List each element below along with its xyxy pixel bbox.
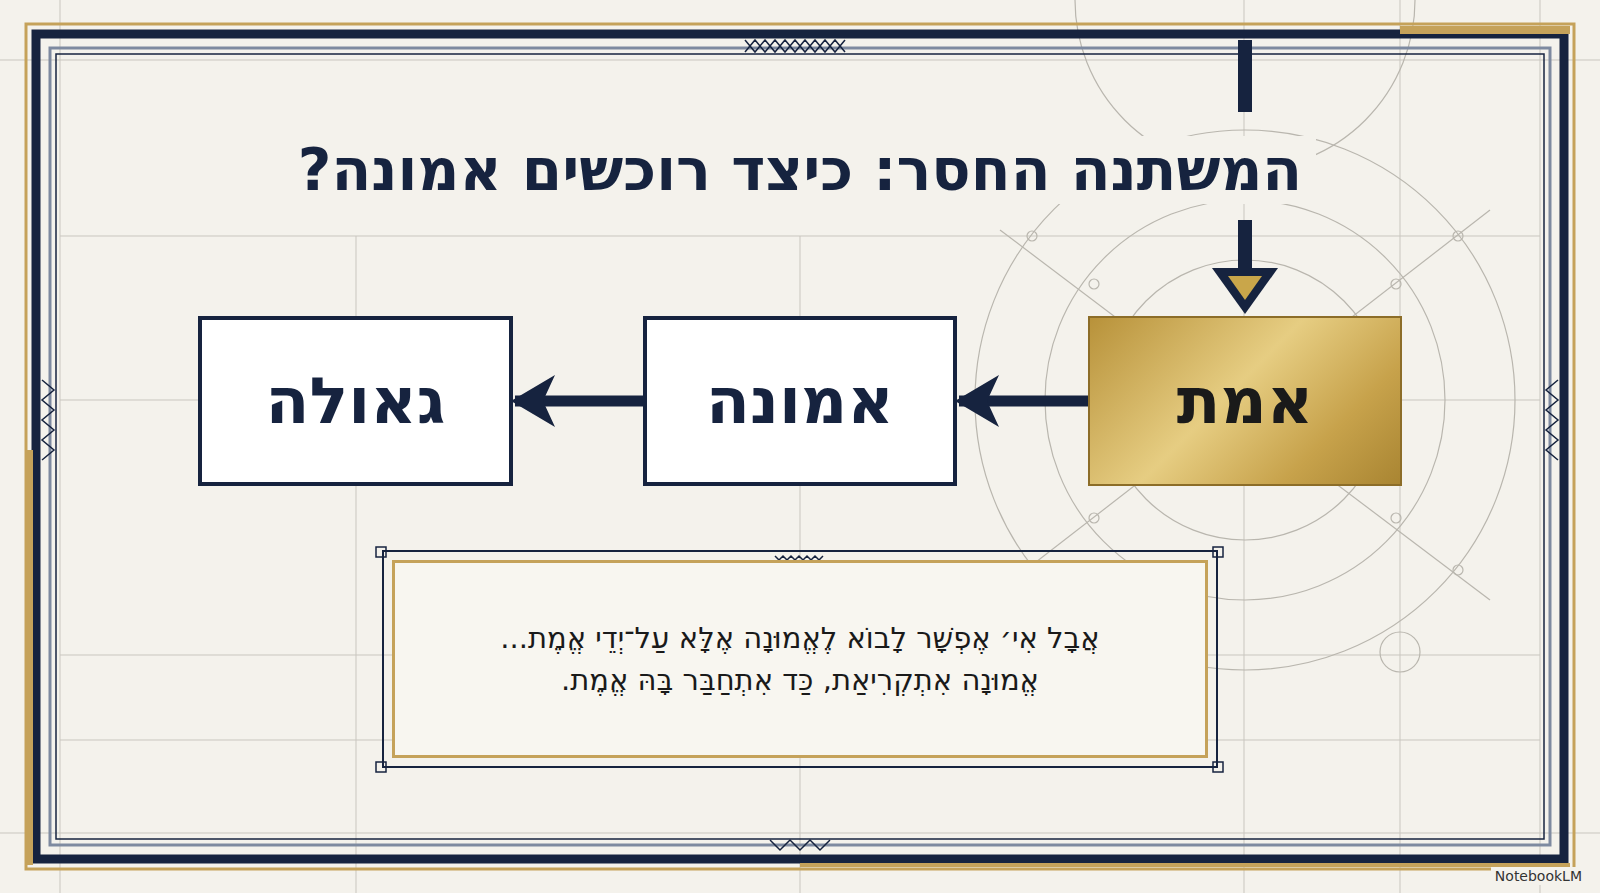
node-label: אמת <box>1177 364 1314 438</box>
node-label: אמונה <box>706 364 894 438</box>
truth-box: אמת <box>1088 316 1402 486</box>
node-label: גאולה <box>266 364 446 438</box>
quote-text: אֲבָל אִי׳ אֶפְשָׁר לָבוֹא לֶאֱמוּנָה אֶ… <box>470 617 1130 701</box>
quote-frame-ornaments <box>376 547 1223 772</box>
watermark: NotebookLM <box>1491 867 1586 885</box>
flow-arrow <box>515 396 643 407</box>
quote-box: אֲבָל אִי׳ אֶפְשָׁר לָבוֹא לֶאֱמוּנָה אֶ… <box>392 560 1208 758</box>
flow-arrow <box>959 396 1088 407</box>
title-row: המשתנה החסר: כיצד רוכשים אמונה? <box>0 136 1600 204</box>
page-frame <box>26 24 1574 869</box>
redemption-box: גאולה <box>198 316 513 486</box>
faith-box: אמונה <box>643 316 957 486</box>
title: המשתנה החסר: כיצד רוכשים אמונה? <box>284 136 1316 204</box>
